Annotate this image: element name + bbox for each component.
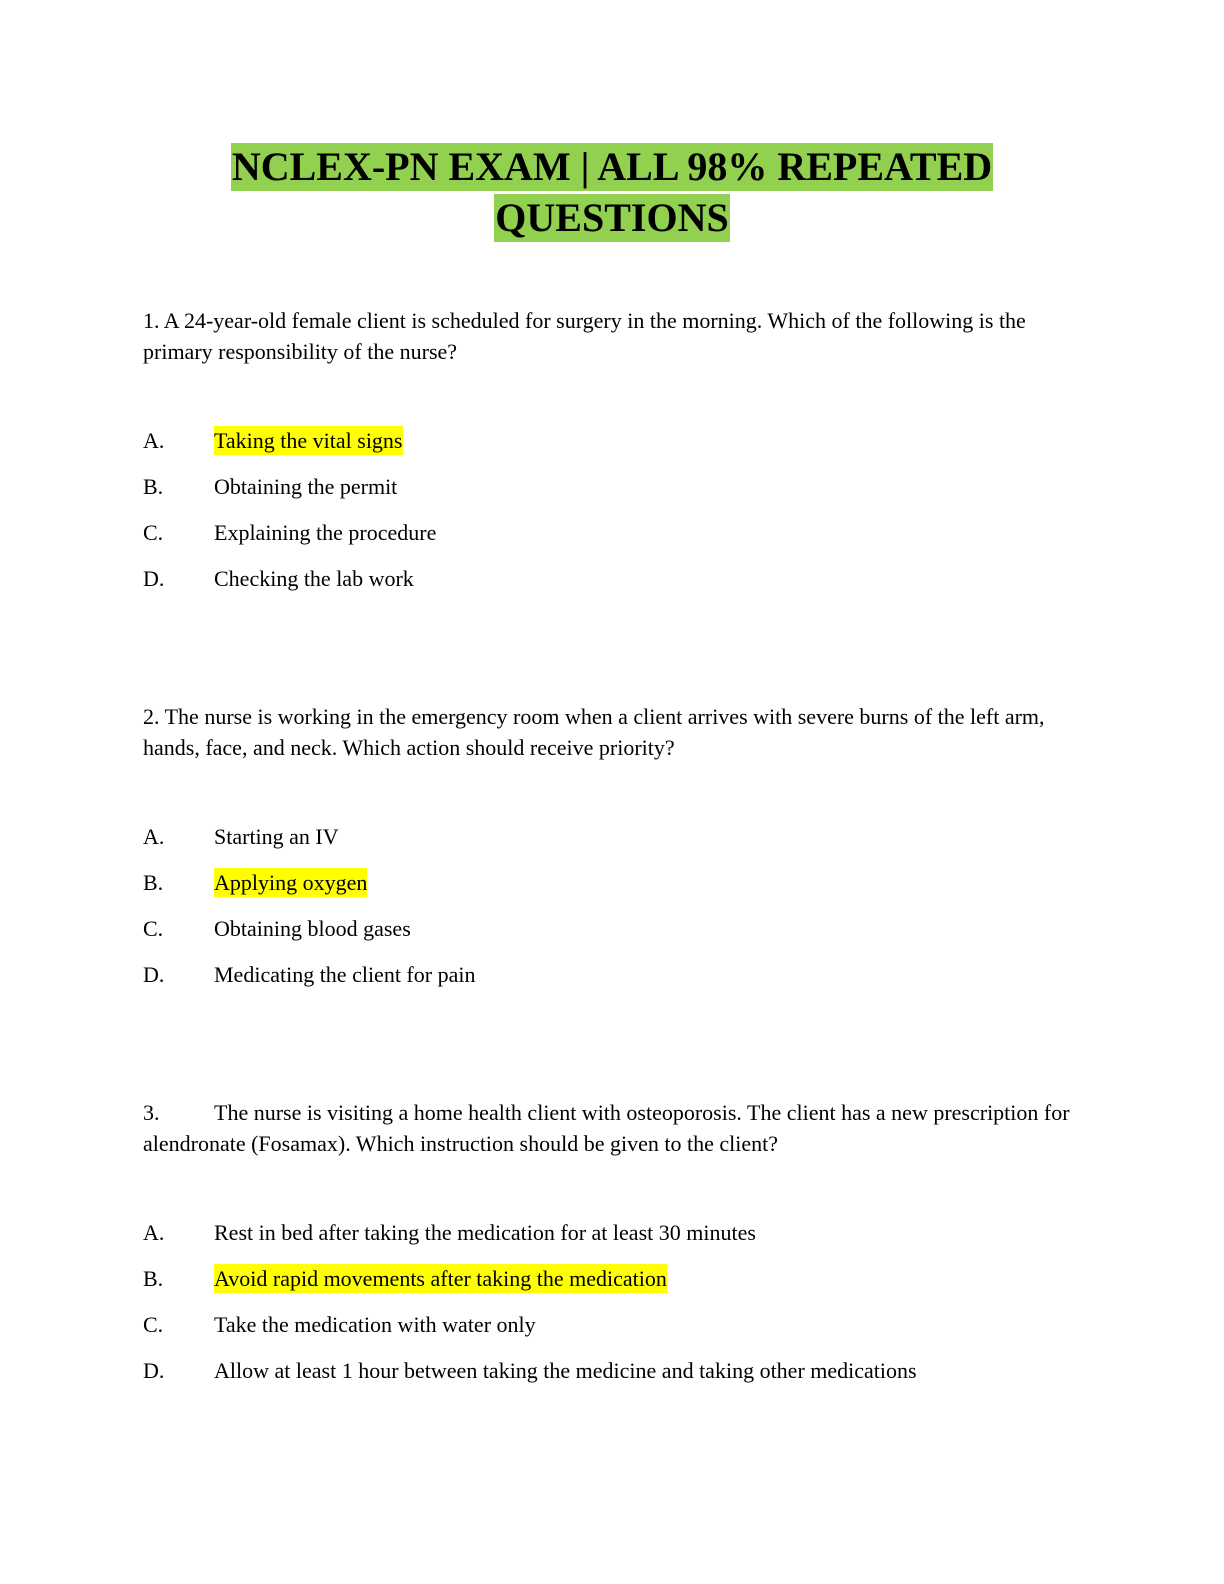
question-1-option-b: B. Obtaining the permit <box>143 472 397 502</box>
option-letter: B. <box>143 1266 164 1291</box>
question-1-text: A 24-year-old female client is scheduled… <box>143 308 1026 364</box>
question-2-option-a: A. Starting an IV <box>143 822 339 852</box>
option-text: Take the medication with water only <box>214 1312 536 1337</box>
question-2-option-b: B. Applying oxygen <box>143 868 368 898</box>
option-text: Allow at least 1 hour between taking the… <box>214 1358 917 1383</box>
option-text: Starting an IV <box>214 824 339 849</box>
question-1-option-d: D. Checking the lab work <box>143 564 414 594</box>
option-letter: A. <box>143 428 165 453</box>
option-text: Checking the lab work <box>214 566 414 591</box>
option-letter: B. <box>143 870 164 895</box>
option-letter: C. <box>143 916 164 941</box>
option-letter: C. <box>143 520 164 545</box>
question-1-number: 1. <box>143 308 160 333</box>
option-text: Obtaining the permit <box>214 474 398 499</box>
option-text: Rest in bed after taking the medication … <box>214 1220 756 1245</box>
option-letter: C. <box>143 1312 164 1337</box>
question-2-number: 2. <box>143 704 160 729</box>
question-3-option-a: A. Rest in bed after taking the medicatio… <box>143 1218 756 1248</box>
option-text: Explaining the procedure <box>214 520 437 545</box>
option-text: Applying oxygen <box>214 868 368 897</box>
option-text: Obtaining blood gases <box>214 916 411 941</box>
question-2-option-c: C. Obtaining blood gases <box>143 914 411 944</box>
question-3-option-c: C. Take the medication with water only <box>143 1310 536 1340</box>
option-letter: D. <box>143 962 165 987</box>
question-3-text: The nurse is visiting a home health clie… <box>143 1100 1070 1156</box>
question-2: 2. The nurse is working in the emergency… <box>143 701 1083 763</box>
option-text: Taking the vital signs <box>214 426 403 455</box>
question-1: 1. A 24-year-old female client is schedu… <box>143 305 1083 367</box>
question-3-option-b: B. Avoid rapid movements after taking the… <box>143 1264 667 1294</box>
question-1-option-a: A. Taking the vital signs <box>143 426 403 456</box>
question-2-option-d: D. Medicating the client for pain <box>143 960 475 990</box>
option-text: Avoid rapid movements after taking the m… <box>214 1264 667 1293</box>
option-letter: A. <box>143 1220 165 1245</box>
question-1-option-c: C. Explaining the procedure <box>143 518 436 548</box>
option-letter: A. <box>143 824 165 849</box>
question-3-option-d: D. Allow at least 1 hour between taking t… <box>143 1356 917 1386</box>
option-letter: D. <box>143 1358 165 1383</box>
title-line-2: QUESTIONS <box>494 194 730 242</box>
title-line-1: NCLEX-PN EXAM | ALL 98% REPEATED <box>230 143 994 191</box>
question-3-number: 3. <box>143 1100 160 1125</box>
question-3: 3.The nurse is visiting a home health cl… <box>143 1097 1083 1159</box>
option-text: Medicating the client for pain <box>214 962 476 987</box>
option-letter: B. <box>143 474 164 499</box>
document-title: NCLEX-PN EXAM | ALL 98% REPEATED QUESTIO… <box>0 142 1224 244</box>
option-letter: D. <box>143 566 165 591</box>
question-2-text: The nurse is working in the emergency ro… <box>143 704 1045 760</box>
